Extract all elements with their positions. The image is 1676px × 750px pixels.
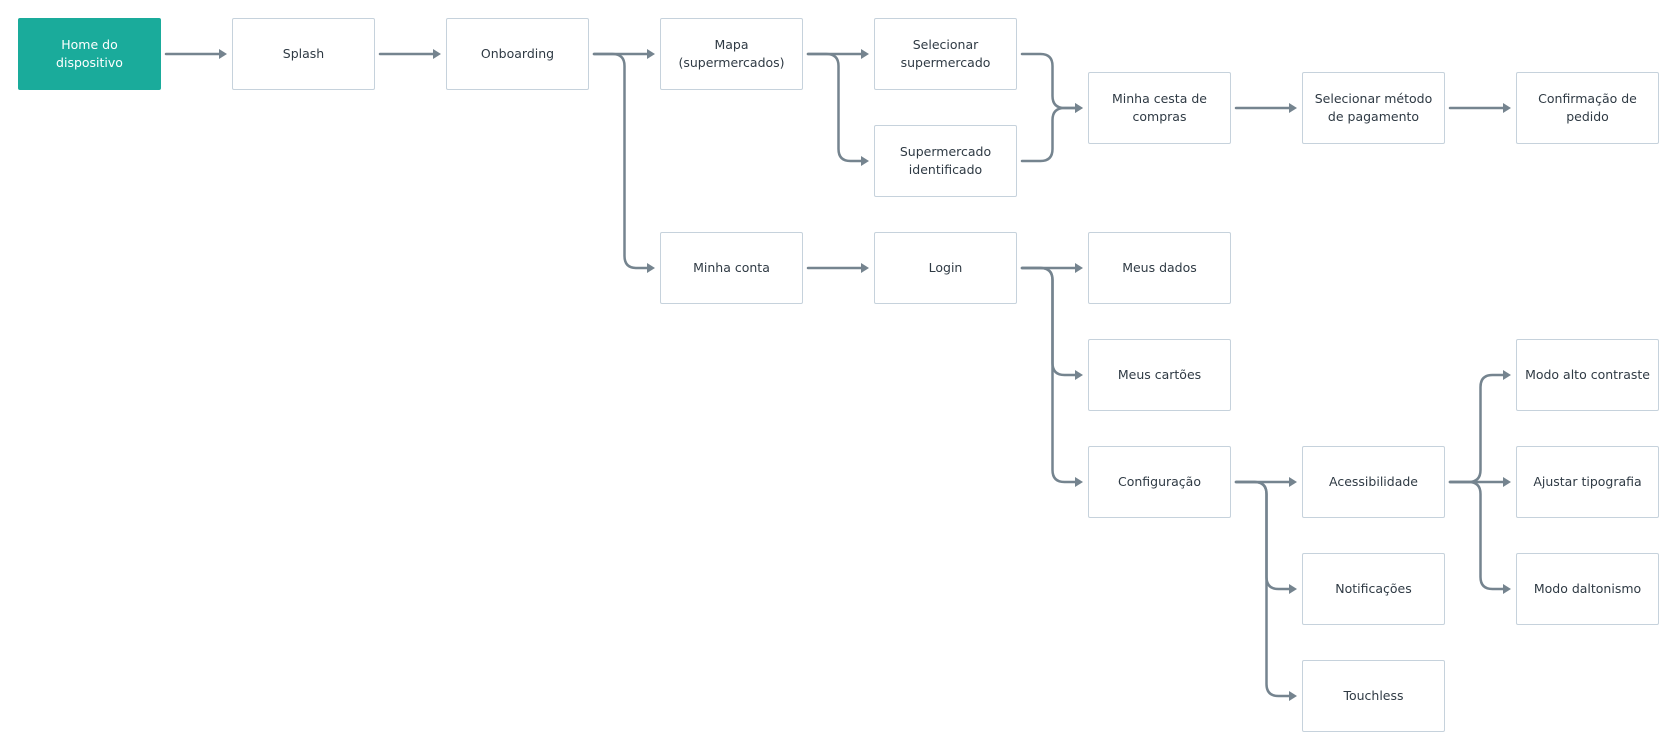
arrowhead-onboarding-to-mapa: [647, 49, 655, 59]
arrowhead-configuracao-to-touchless: [1289, 691, 1297, 701]
node-modo-alto-contraste[interactable]: Modo alto contraste: [1516, 339, 1659, 411]
connector-acessibilidade-to-daltonismo: [1448, 480, 1507, 591]
node-home-label: Home do dispositivo: [56, 37, 123, 70]
node-conta-label: Minha conta: [693, 260, 770, 275]
node-selecionar-label-line1: Selecionar: [912, 37, 979, 52]
node-mapa-label-line1: Mapa: [714, 37, 749, 52]
node-identificado-label-line2: identificado: [908, 162, 983, 177]
node-mapa[interactable]: Mapa (supermercados): [660, 18, 803, 90]
arrowhead-acessibilidade-to-tipografia: [1503, 477, 1511, 487]
arrowhead-conta-to-login: [861, 263, 869, 273]
node-pagamento-label-line1: Selecionar método: [1314, 91, 1433, 106]
connector-onboarding-to-conta: [592, 52, 651, 270]
node-selecionar-label-line2: supermercado: [900, 55, 991, 70]
arrowhead-login-to-cartoes: [1075, 370, 1083, 380]
node-acessibilidade[interactable]: Acessibilidade: [1302, 446, 1445, 518]
arrowhead-onboarding-to-conta: [647, 263, 655, 273]
connector-login-to-cartoes: [1020, 266, 1079, 377]
node-confirmacao-pedido[interactable]: Confirmação de pedido: [1516, 72, 1659, 144]
node-modo-daltonismo[interactable]: Modo daltonismo: [1516, 553, 1659, 625]
node-acessibilidade-label: Acessibilidade: [1329, 474, 1418, 489]
node-configuracao-label: Configuração: [1117, 474, 1201, 489]
node-minha-cesta[interactable]: Minha cesta de compras: [1088, 72, 1231, 144]
node-mapa-label-line2: (supermercados): [678, 55, 785, 70]
node-confirmacao-label-line1: Confirmação de: [1538, 91, 1637, 106]
connector-configuracao-to-notificacoes: [1234, 480, 1293, 591]
node-tipografia-label: Ajustar tipografia: [1533, 474, 1642, 489]
node-cartoes-label: Meus cartões: [1117, 367, 1202, 382]
node-daltonismo-label: Modo daltonismo: [1533, 581, 1642, 596]
node-notificacoes-label: Notificações: [1335, 581, 1412, 596]
node-login-label: Login: [928, 260, 963, 275]
arrowhead-mapa-to-selecionar: [861, 49, 869, 59]
connector-login-to-configuracao: [1020, 266, 1079, 484]
node-configuracao[interactable]: Configuração: [1088, 446, 1231, 518]
node-onboarding[interactable]: Onboarding: [446, 18, 589, 90]
node-metodo-pagamento[interactable]: Selecionar método de pagamento: [1302, 72, 1445, 144]
node-notificacoes[interactable]: Notificações: [1302, 553, 1445, 625]
connector-acessibilidade-to-contraste: [1448, 373, 1507, 484]
node-home[interactable]: Home do dispositivo: [18, 18, 161, 90]
node-cesta-label-line2: compras: [1132, 109, 1187, 124]
arrowhead-configuracao-to-acessibilidade: [1289, 477, 1297, 487]
arrowhead-acessibilidade-to-daltonismo: [1503, 584, 1511, 594]
node-login[interactable]: Login: [874, 232, 1017, 304]
node-ajustar-tipografia[interactable]: Ajustar tipografia: [1516, 446, 1659, 518]
node-pagamento-label-line2: de pagamento: [1327, 109, 1420, 124]
connector-configuracao-to-touchless: [1234, 480, 1293, 698]
node-onboarding-label: Onboarding: [480, 46, 555, 61]
node-touchless[interactable]: Touchless: [1302, 660, 1445, 732]
node-contraste-label: Modo alto contraste: [1525, 367, 1650, 382]
node-touchless-label: Touchless: [1343, 688, 1404, 703]
arrowhead-login-to-dados: [1075, 263, 1083, 273]
arrowhead-cesta-to-pagamento: [1289, 103, 1297, 113]
arrowhead-splash-to-onboarding: [433, 49, 441, 59]
arrowhead-acessibilidade-to-contraste: [1503, 370, 1511, 380]
connector-identificado-to-cesta: [1020, 106, 1079, 163]
connector-selecionar-to-cesta: [1020, 52, 1079, 110]
arrowhead-configuracao-to-notificacoes: [1289, 584, 1297, 594]
arrowhead-home-to-splash: [219, 49, 227, 59]
node-meus-cartoes[interactable]: Meus cartões: [1088, 339, 1231, 411]
node-meus-dados[interactable]: Meus dados: [1088, 232, 1231, 304]
node-dados-label: Meus dados: [1122, 260, 1197, 275]
node-cesta-label-line1: Minha cesta de: [1112, 91, 1207, 106]
node-minha-conta[interactable]: Minha conta: [660, 232, 803, 304]
node-supermercado-identificado[interactable]: Supermercado identificado: [874, 125, 1017, 197]
arrowhead-mapa-to-identificado: [861, 156, 869, 166]
node-identificado-label-line1: Supermercado: [899, 144, 992, 159]
node-splash-label: Splash: [282, 46, 325, 61]
arrowhead-identificado-to-cesta: [1075, 103, 1083, 113]
node-selecionar-supermercado[interactable]: Selecionar supermercado: [874, 18, 1017, 90]
arrowhead-pagamento-to-confirmacao: [1503, 103, 1511, 113]
node-confirmacao-label-line2: pedido: [1566, 109, 1609, 124]
connector-mapa-to-identificado: [806, 52, 865, 163]
node-splash[interactable]: Splash: [232, 18, 375, 90]
arrowhead-login-to-configuracao: [1075, 477, 1083, 487]
